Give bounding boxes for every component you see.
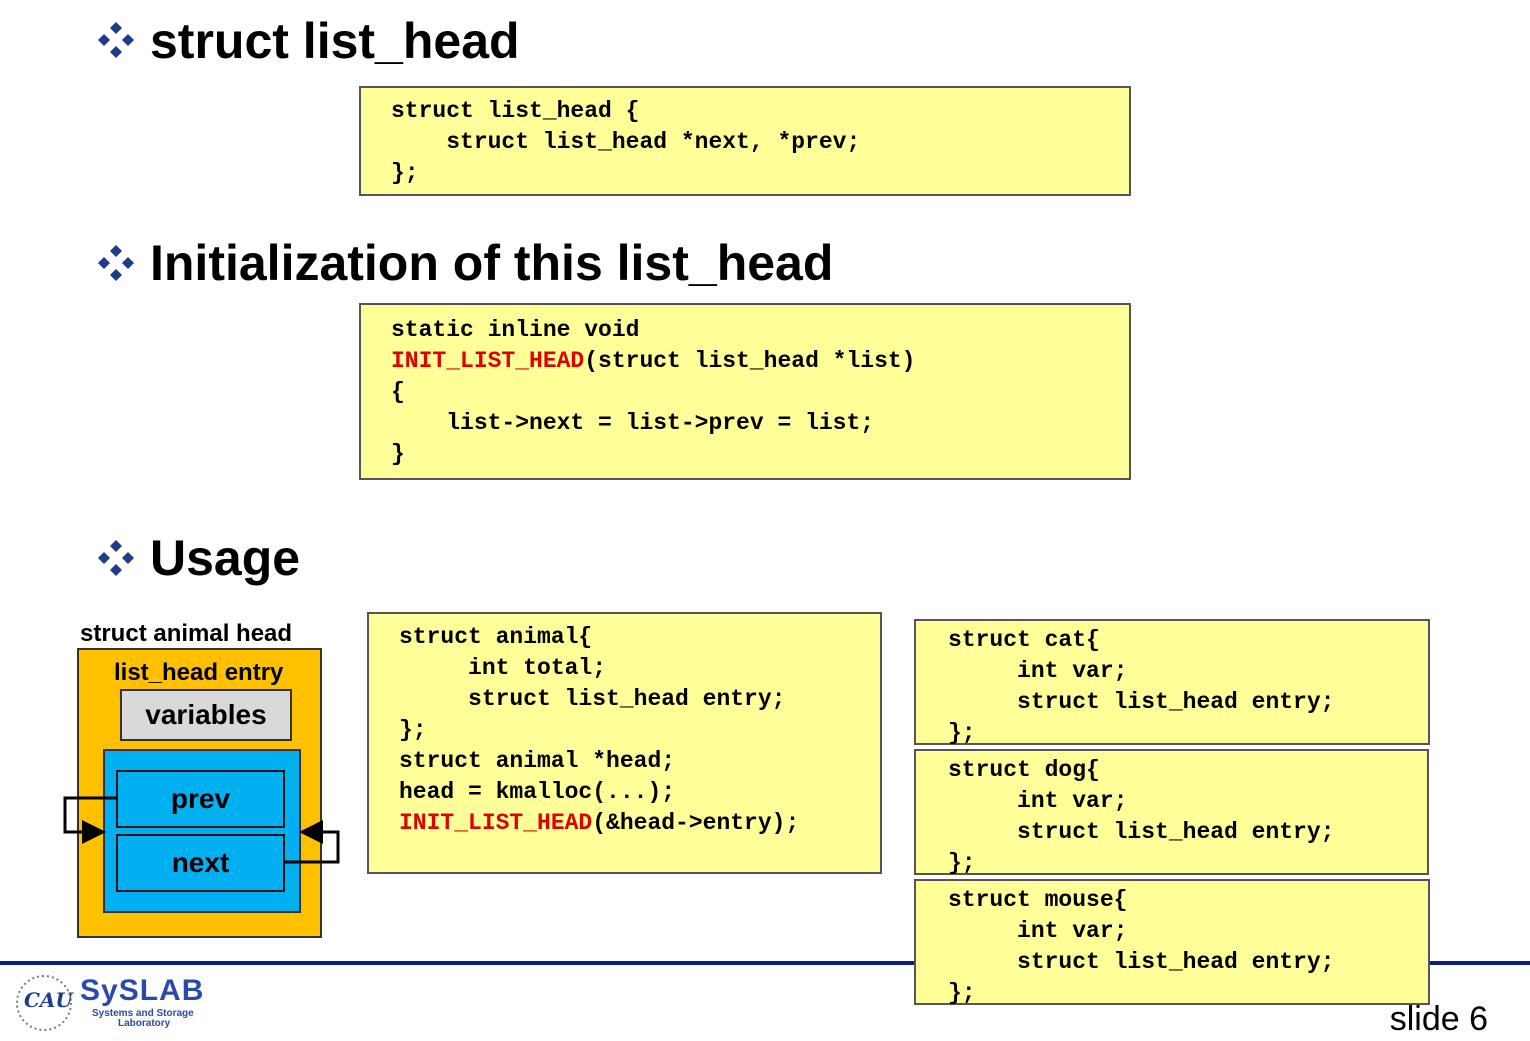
footer-divider bbox=[0, 961, 1530, 965]
code-box-struct-list-head: struct list_head { struct list_head *nex… bbox=[359, 86, 1131, 196]
code-line: { bbox=[391, 379, 405, 405]
code-line: int var; bbox=[948, 658, 1128, 684]
code-box-mouse: struct mouse{ int var; struct list_head … bbox=[914, 879, 1430, 1006]
code-box-animal: struct animal{ int total; struct list_he… bbox=[367, 612, 882, 874]
next-self-arrow bbox=[285, 820, 340, 864]
code-line: struct list_head entry; bbox=[948, 819, 1335, 845]
code-line: static inline void bbox=[391, 317, 640, 343]
diamond-bullet-icon bbox=[98, 540, 134, 576]
code-line: int var; bbox=[948, 788, 1128, 814]
diagram-title: struct animal head bbox=[80, 620, 293, 647]
diagram-variables-box: variables bbox=[120, 689, 292, 741]
code-line: }; bbox=[948, 980, 976, 1006]
code-line: }; bbox=[948, 850, 976, 876]
code-line: list->next = list->prev = list; bbox=[391, 410, 875, 436]
code-line: struct list_head entry; bbox=[948, 949, 1335, 975]
syslab-logo: CAU SySLAB Systems and Storage Laborator… bbox=[12, 972, 222, 1034]
code-line: }; bbox=[948, 720, 976, 746]
code-line: struct animal{ bbox=[399, 624, 593, 650]
code-box-cat: struct cat{ int var; struct list_head en… bbox=[914, 619, 1430, 746]
code-line: }; bbox=[391, 160, 419, 186]
macro-name: INIT_LIST_HEAD bbox=[391, 348, 585, 374]
code-fragment: (&head->entry); bbox=[592, 810, 800, 836]
code-line: struct dog{ bbox=[948, 757, 1100, 783]
macro-name: INIT_LIST_HEAD bbox=[399, 810, 593, 836]
section-heading-struct: struct list_head bbox=[150, 13, 520, 69]
code-line: int var; bbox=[948, 918, 1128, 944]
code-line: INIT_LIST_HEAD(&head->entry); bbox=[399, 808, 880, 839]
slide-number: slide 6 bbox=[1389, 1000, 1488, 1038]
next-label: next bbox=[171, 847, 230, 878]
code-line: struct mouse{ bbox=[948, 887, 1128, 913]
prev-label: prev bbox=[170, 783, 231, 814]
code-line: struct list_head *next, *prev; bbox=[391, 129, 861, 155]
diagram-list-head-box bbox=[103, 749, 301, 913]
diagram-prev-box: prev bbox=[116, 770, 285, 828]
code-line: struct animal *head; bbox=[399, 748, 676, 774]
diamond-bullet-icon bbox=[98, 245, 134, 281]
logo-sub1-text: Systems and Storage bbox=[92, 1008, 194, 1019]
code-fragment: (struct list_head *list) bbox=[584, 348, 916, 374]
code-box-dog: struct dog{ int var; struct list_head en… bbox=[914, 749, 1429, 876]
variables-label: variables bbox=[145, 699, 267, 730]
code-line: int total; bbox=[399, 655, 607, 681]
code-line: struct list_head entry; bbox=[399, 686, 786, 712]
cau-seal-icon bbox=[16, 975, 72, 1031]
code-line: INIT_LIST_HEAD(struct list_head *list) bbox=[391, 346, 1129, 377]
section-heading-init: Initialization of this list_head bbox=[150, 235, 834, 291]
prev-self-arrow bbox=[63, 796, 116, 844]
logo-syslab-text: SySLAB bbox=[80, 974, 205, 1007]
code-line: struct list_head { bbox=[391, 98, 640, 124]
section-heading-usage: Usage bbox=[150, 530, 301, 586]
diagram-next-box: next bbox=[116, 834, 285, 892]
code-line: head = kmalloc(...); bbox=[399, 779, 676, 805]
code-line: struct list_head entry; bbox=[948, 689, 1335, 715]
code-line: }; bbox=[399, 717, 427, 743]
logo-sub2-text: Laboratory bbox=[118, 1018, 171, 1029]
diamond-bullet-icon bbox=[98, 22, 134, 58]
code-line: struct cat{ bbox=[948, 627, 1100, 653]
diagram-entry-label: list_head entry bbox=[114, 659, 284, 686]
code-box-init-list-head: static inline void INIT_LIST_HEAD(struct… bbox=[359, 303, 1131, 480]
code-line: } bbox=[391, 441, 405, 467]
logo-cau-text: CAU bbox=[24, 988, 73, 1012]
